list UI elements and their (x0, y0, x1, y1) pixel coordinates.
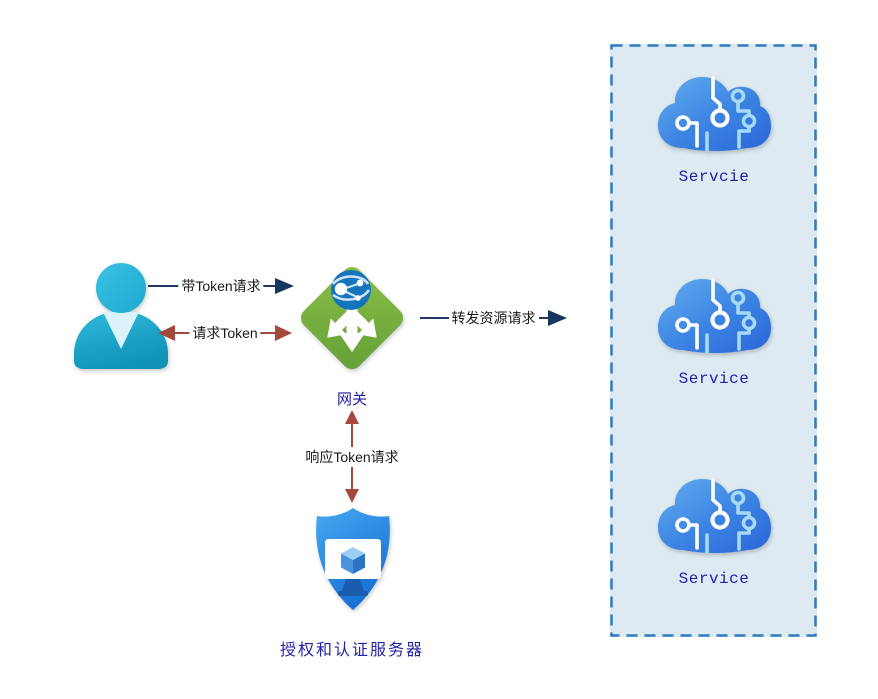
service-node-1: Servcie (644, 71, 784, 186)
cloud-circuit-icon (658, 478, 771, 554)
edge-label-forward-request: 转发资源请求 (448, 308, 539, 328)
arrow-forward-request: 转发资源请求 (420, 308, 567, 328)
service-node-3: Service (644, 473, 784, 588)
cloud-circuit-icon (658, 278, 771, 354)
edge-label-request-token: 请求Token (189, 323, 261, 343)
gateway-label: 网关 (336, 391, 367, 408)
service-label: Servcie (678, 168, 750, 186)
edge-label-token-response: 响应Token请求 (302, 446, 402, 467)
auth-server-node (300, 503, 406, 615)
arrow-head-down-icon (345, 489, 359, 503)
auth-server-label: 授权和认证服务器 (279, 642, 424, 659)
globe-icon (331, 270, 371, 310)
arrow-with-token: 带Token请求 (148, 276, 294, 296)
service-label: Service (678, 370, 750, 388)
user-icon (74, 263, 168, 369)
arrow-head-left-icon (158, 325, 175, 341)
arrow-head-up-icon (345, 410, 359, 424)
gateway-node (287, 253, 417, 383)
arrow-request-token: 请求Token (158, 323, 292, 343)
edge-label-with-token: 带Token请求 (178, 276, 264, 296)
service-label: Service (678, 570, 750, 588)
arrow-head-right-icon (275, 278, 294, 294)
arrow-head-right-icon (275, 325, 292, 341)
shield-server-icon (316, 508, 390, 610)
application-gateway-icon (300, 266, 404, 370)
cloud-circuit-icon (658, 76, 771, 152)
user-node (70, 261, 170, 373)
arrows-glyph (327, 305, 377, 352)
service-node-2: Service (644, 273, 784, 388)
arrow-token-response: 响应Token请求 (302, 410, 402, 503)
arrow-head-right-icon (548, 310, 567, 326)
